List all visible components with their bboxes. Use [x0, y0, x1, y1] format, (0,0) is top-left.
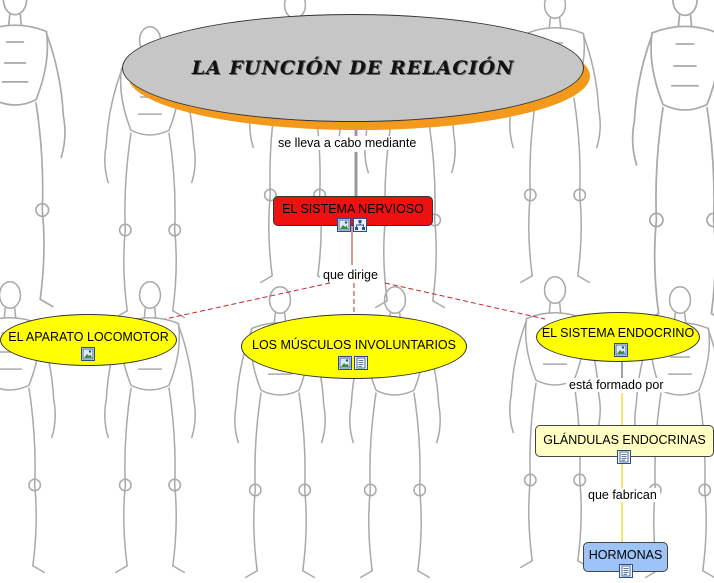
link-dirige-to-locomotor — [164, 282, 331, 320]
image-icon[interactable] — [81, 347, 95, 361]
node-label: EL SISTEMA ENDOCRINO — [541, 326, 695, 340]
image-icon[interactable] — [338, 356, 352, 370]
image-icon[interactable] — [337, 218, 351, 232]
node-sistema-nervioso[interactable]: EL SISTEMA NERVIOSO — [273, 196, 433, 226]
node-label: EL APARATO LOCOMOTOR — [8, 330, 169, 344]
link-label-esta-formado: está formado por — [566, 378, 667, 392]
link-dirige-to-endocrino — [384, 282, 546, 320]
title-node[interactable]: LA FUNCIÓN DE RELACIÓN — [122, 14, 592, 132]
title-ellipse: LA FUNCIÓN DE RELACIÓN — [122, 14, 584, 122]
document-icon[interactable] — [619, 564, 633, 578]
document-icon[interactable] — [617, 450, 631, 464]
image-icon[interactable] — [614, 343, 628, 357]
node-label: GLÁNDULAS ENDOCRINAS — [543, 433, 706, 447]
page-title: LA FUNCIÓN DE RELACIÓN — [191, 57, 515, 79]
link-label-que-fabrican: que fabrican — [585, 488, 660, 502]
link-label-que-dirige: que dirige — [320, 268, 381, 282]
hierarchy-icon[interactable] — [353, 218, 367, 232]
document-icon[interactable] — [354, 356, 368, 370]
node-label: HORMONAS — [588, 548, 663, 562]
link-label-se-lleva: se lleva a cabo mediante — [275, 136, 420, 150]
node-label: LOS MÚSCULOS INVOLUNTARIOS — [252, 338, 456, 352]
node-label: EL SISTEMA NERVIOSO — [282, 202, 424, 216]
